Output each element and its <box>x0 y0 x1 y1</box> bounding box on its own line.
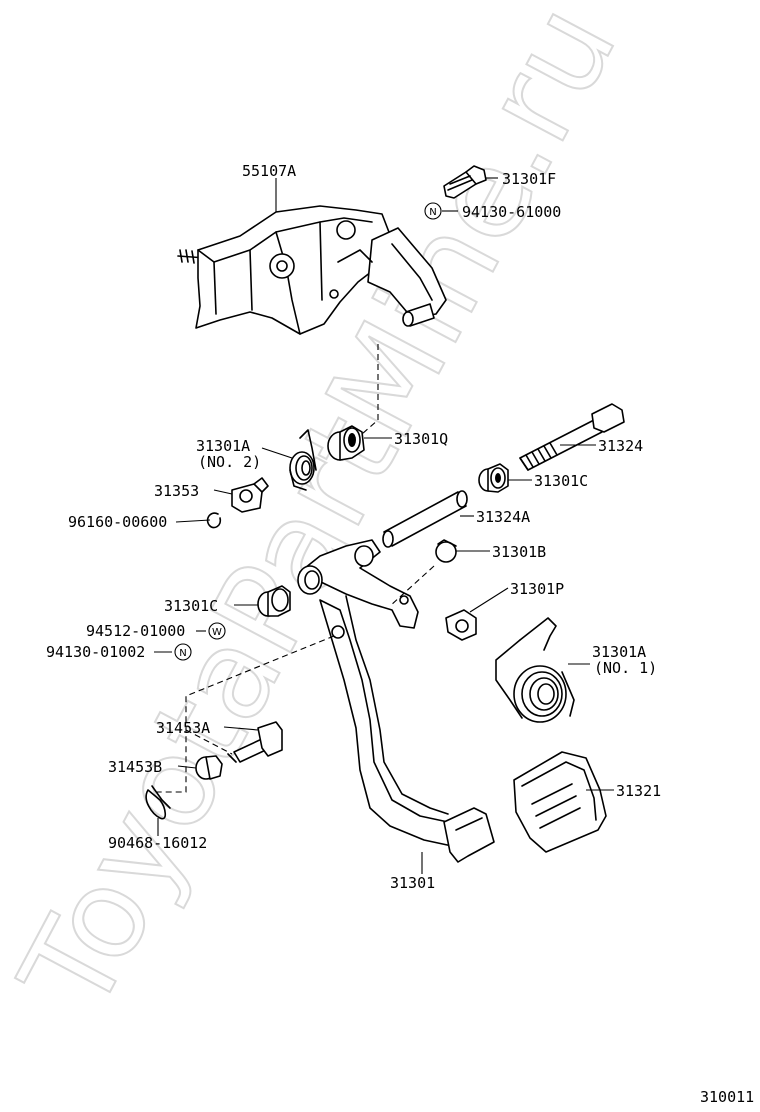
label-31453B: 31453B <box>108 758 162 776</box>
n-symbol-upper: N <box>424 202 442 220</box>
label-31321: 31321 <box>616 782 661 800</box>
label-90468-16012: 90468-16012 <box>108 834 207 852</box>
leader-lines <box>154 177 614 874</box>
label-31353: 31353 <box>154 482 199 500</box>
diagram-reference-number: 310011 <box>700 1088 754 1106</box>
label-31301C-lower: 31301C <box>164 597 218 615</box>
bushing-31301C-upper <box>478 463 509 493</box>
label-31301Q: 31301Q <box>394 430 448 448</box>
label-94512-01000: 94512-01000 <box>86 622 185 640</box>
label-31453A: 31453A <box>156 719 210 737</box>
label-31301A-no1-sub: (NO. 1) <box>594 659 657 677</box>
label-94130-01002: 94130-01002 <box>46 643 145 661</box>
label-96160-00600: 96160-00600 <box>68 513 167 531</box>
n-symbol-lower: N <box>174 643 192 661</box>
clip-96160-00600 <box>206 512 222 529</box>
w-symbol: W <box>208 622 226 640</box>
label-31301B: 31301B <box>492 543 546 561</box>
label-31301P: 31301P <box>510 580 564 598</box>
spring-31301A-no2 <box>289 429 317 491</box>
label-31324: 31324 <box>598 437 643 455</box>
bushing-31301B <box>435 539 457 563</box>
clip-90468-16012 <box>145 785 171 820</box>
spring-31301A-no1 <box>495 617 575 723</box>
w-symbol-text: W <box>212 627 222 638</box>
assembly-dashed-lines <box>156 344 435 793</box>
label-94130-61000: 94130-61000 <box>462 203 561 221</box>
bolt-31301F <box>443 165 487 199</box>
cushion-31353 <box>231 477 269 513</box>
label-55107A: 55107A <box>242 162 296 180</box>
label-31301A-no2-sub: (NO. 2) <box>198 453 261 471</box>
part-labels: 55107A 31301F 94130-61000 31301A (NO. 2)… <box>46 162 661 892</box>
pin-31453A <box>227 721 283 763</box>
label-31301A-no2: 31301A <box>196 437 250 455</box>
pedal-pad-31321 <box>513 751 607 853</box>
bushing-31301Q <box>327 425 365 461</box>
label-31301A-no1: 31301A <box>592 643 646 661</box>
bolt-31324 <box>519 403 625 471</box>
label-31301C-upper: 31301C <box>534 472 588 490</box>
pedal-bracket-55107A <box>177 205 447 335</box>
bushing-31453B <box>195 755 223 780</box>
bushing-31301C-lower <box>257 585 291 617</box>
collar-31324A <box>382 490 468 548</box>
n-symbol-upper-text: N <box>429 207 436 218</box>
label-31324A: 31324A <box>476 508 530 526</box>
label-31301: 31301 <box>390 874 435 892</box>
n-symbol-lower-text: N <box>179 648 186 659</box>
clip-31301P <box>445 609 477 641</box>
label-31301F: 31301F <box>502 170 556 188</box>
pedal-arm-31301 <box>297 539 495 863</box>
